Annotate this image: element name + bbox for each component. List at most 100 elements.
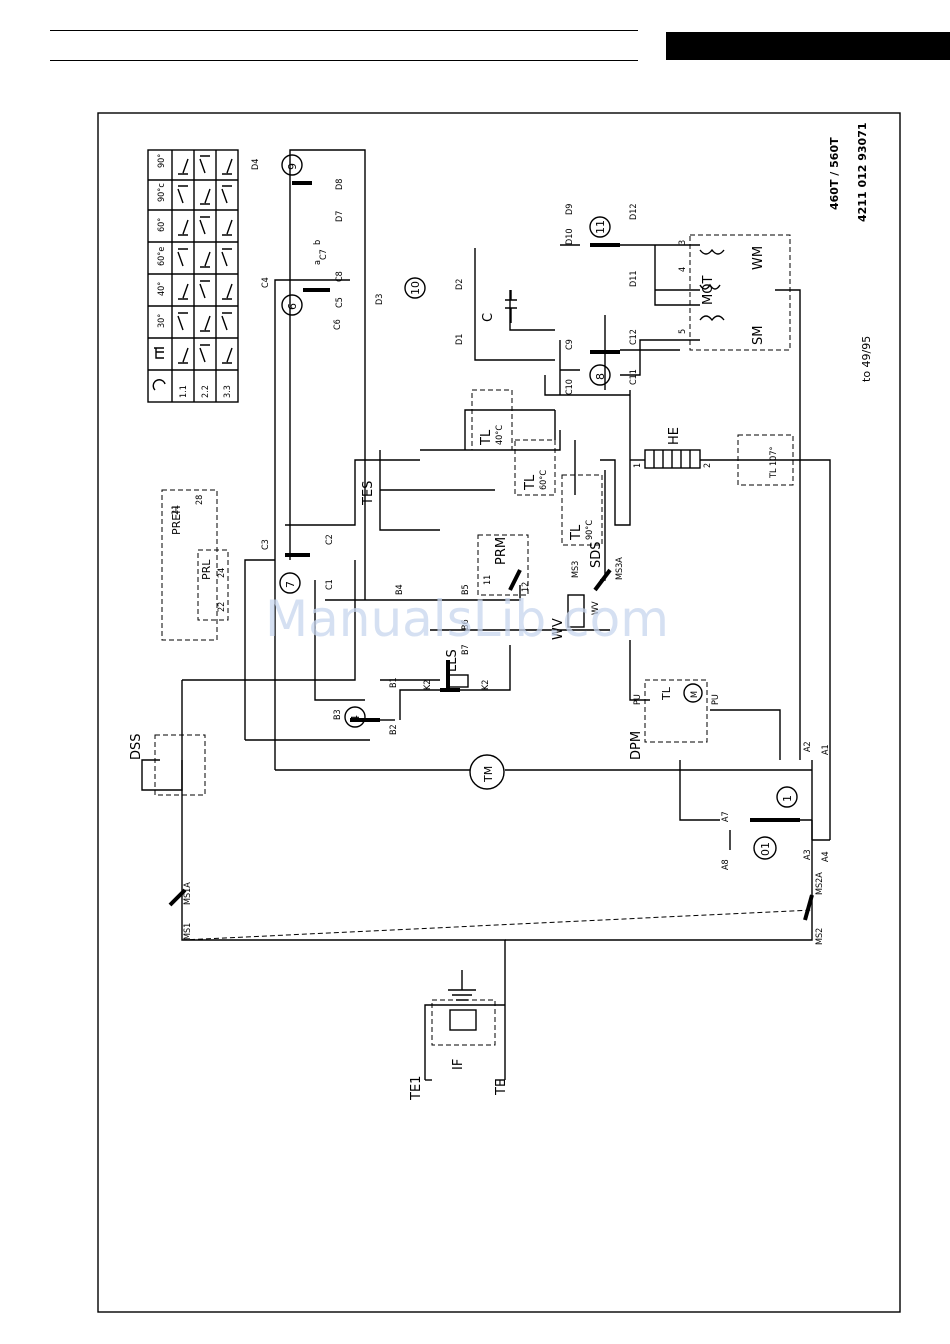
terminal-label: C12 [629, 329, 639, 345]
table-switch-icon [221, 312, 232, 331]
tl90-box [561, 474, 603, 546]
switch-10-label: 10 [409, 281, 422, 295]
terminal-label: C11 [629, 369, 639, 385]
terminal-label: C9 [565, 339, 575, 350]
switch-6-label: 6 [286, 303, 299, 310]
terminal-label: 1 [633, 463, 643, 468]
terminal-label: K2 [481, 680, 491, 690]
switch-8 [589, 364, 611, 386]
switch-circles: 9 6 10 11 8 7 4 1 01 [279, 154, 798, 860]
filter-coil-icon [449, 1009, 477, 1031]
terminal-label: C8 [335, 271, 345, 282]
terminal-label: A7 [721, 811, 731, 822]
table-switch-icon [178, 283, 189, 300]
water-valve-icon [567, 594, 585, 628]
terminal-label: D2 [455, 279, 465, 290]
terminal-label: C7 [319, 249, 329, 260]
terminal-label: B5 [461, 584, 471, 595]
table-switch-icon [178, 347, 189, 364]
terminal-label: A4 [821, 851, 831, 862]
terminal-label: B4 [395, 584, 405, 595]
table-switch-icon [177, 248, 188, 267]
table-switch-icon [221, 185, 232, 204]
dpm-label: DPM [629, 731, 644, 760]
switch-9-label: 9 [286, 163, 299, 170]
terminal-label: D8 [335, 179, 345, 190]
terminal-label: 3 [678, 240, 688, 245]
terminal-label: C10 [565, 379, 575, 395]
table-col-60e: 60°e [157, 247, 167, 266]
dpm-motor-icon [683, 683, 703, 703]
if-label: IF [451, 1059, 466, 1070]
wv-label-2: WV [591, 601, 601, 615]
dpm-box [644, 679, 708, 743]
if-box [431, 999, 496, 1046]
terminal-label: 21 [171, 505, 181, 515]
table-row-3: 3.3 [223, 385, 233, 398]
prm-box [477, 534, 529, 596]
table-switch-icon [200, 188, 211, 205]
table-switch-icon [222, 158, 233, 175]
terminal-label: a [313, 260, 323, 265]
table-row-1: 1.1 [179, 385, 189, 398]
terminal-label: b [313, 240, 323, 245]
terminal-label: B7 [461, 644, 471, 655]
sm-label: SM [751, 326, 766, 345]
switch-7 [279, 572, 301, 594]
table-switch-icon [199, 155, 210, 174]
switch-1 [776, 786, 798, 808]
terminal-label: D10 [565, 228, 575, 245]
switch-8-label: 8 [594, 373, 607, 380]
pu-label-2: PU [711, 694, 721, 705]
terminal-label: MS2 [815, 928, 825, 945]
switch-10 [404, 277, 426, 299]
terminal-label: 5 [678, 329, 688, 334]
tm-label: TM [482, 766, 495, 783]
watermark: ManualsLib.com [265, 590, 669, 648]
table-switch-icon [200, 315, 211, 332]
wm-label: WM [751, 246, 766, 270]
terminal-label: MS2A [815, 872, 825, 895]
component-labels: DSS TM DPM TL M PU PU TES PREH PRL PRM S… [129, 246, 779, 1101]
switch-01 [753, 836, 777, 860]
tl107-box [737, 434, 794, 486]
wv-label-1: WV [551, 618, 566, 640]
terminal-label: MS3 [571, 561, 581, 578]
dpm-m-label: M [690, 691, 700, 698]
terminal-label: A8 [721, 859, 731, 870]
motor-winding-icon [699, 248, 725, 322]
model-label: 460T / 560T [828, 137, 841, 210]
table-col-30: 30° [157, 314, 167, 328]
header-black-bar [666, 32, 950, 60]
terminal-label: MS1 [183, 923, 193, 940]
terminal-label: D9 [565, 204, 575, 215]
terminal-label: C4 [261, 277, 271, 288]
mot-label: MOT [701, 276, 716, 305]
diagram-frame [97, 112, 901, 1313]
switch-6 [281, 294, 303, 316]
switch-1-label: 1 [781, 795, 794, 802]
terminal-label: C5 [335, 297, 345, 308]
tl60-label: TL [523, 474, 538, 491]
prm-label: PRM [494, 537, 509, 565]
dpm-tl-label: TL [660, 686, 673, 701]
sds-label: SDS [589, 541, 604, 568]
pu-label-1: PU [633, 694, 643, 705]
prl-label: PRL [200, 559, 213, 580]
terminal-label: D11 [629, 270, 639, 287]
terminal-label: 28 [195, 495, 205, 505]
component-boxes [154, 234, 794, 1046]
terminal-label: D7 [335, 211, 345, 222]
tl60-box [514, 439, 556, 496]
table-col-90c: 90°c [157, 183, 167, 202]
te-label: TE [494, 1079, 509, 1096]
table-col-40: 40° [157, 282, 167, 296]
terminal-label: B6 [461, 619, 471, 630]
table-switch-icon [177, 185, 188, 204]
motor-box [689, 234, 791, 351]
wiring [141, 149, 831, 1081]
table-switch-icon [199, 280, 210, 299]
header-rule-bottom [50, 60, 638, 61]
terminal-label: D12 [629, 203, 639, 220]
